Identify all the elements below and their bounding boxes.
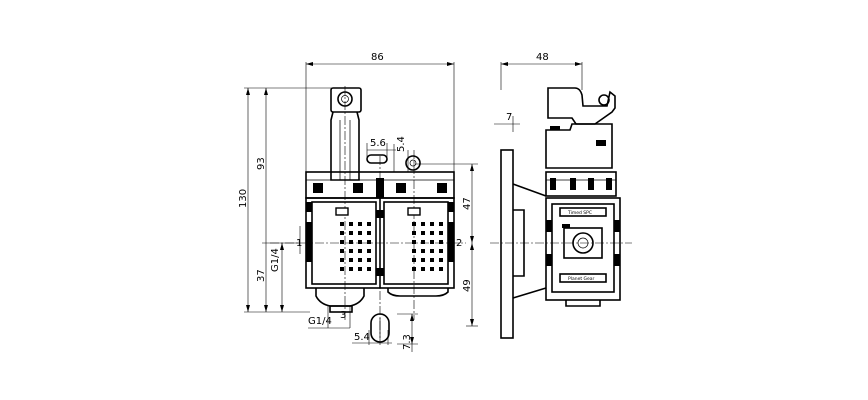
indicator-dot: [367, 222, 371, 226]
side-depth-dim: 48: [536, 52, 549, 63]
indicator-dot: [358, 222, 362, 226]
solenoid-stem: [330, 87, 362, 181]
indicator-dot: [412, 231, 416, 235]
indicator-dot: [439, 267, 443, 271]
indicator-dot: [358, 231, 362, 235]
front-width-dim: 86: [371, 52, 384, 63]
indicator-dot: [430, 222, 434, 226]
indicator-dot: [412, 267, 416, 271]
side-cap: [545, 171, 617, 197]
indicator-dot: [430, 240, 434, 244]
indicator-dot: [349, 231, 353, 235]
slot-width-dim: 5.6: [370, 138, 386, 149]
indicator-dot: [430, 258, 434, 262]
indicator-dot: [421, 231, 425, 235]
bottom-slot-width-dim: 5.4: [354, 332, 370, 343]
front-center-lines: [270, 86, 466, 345]
top-slot: [366, 154, 421, 171]
front-axis-height-dim: 37: [256, 269, 267, 282]
indicator-dot: [430, 267, 434, 271]
indicator-dot: [358, 267, 362, 271]
indicator-dot: [439, 240, 443, 244]
indicator-dot: [340, 258, 344, 262]
indicator-dot: [367, 249, 371, 253]
indicator-dot: [340, 231, 344, 235]
indicator-dot: [358, 240, 362, 244]
indicator-dot: [439, 258, 443, 262]
indicator-dot: [367, 240, 371, 244]
indicator-dot: [439, 249, 443, 253]
indicator-dot: [358, 249, 362, 253]
indicator-dot: [349, 258, 353, 262]
indicator-dot: [439, 222, 443, 226]
indicator-dot: [367, 231, 371, 235]
side-label-top: Timed SPC: [567, 210, 592, 216]
bottom-base: [315, 288, 449, 343]
bottom-offset-dim: 3: [340, 310, 346, 321]
indicator-dot: [349, 267, 353, 271]
indicator-dot: [421, 222, 425, 226]
indicator-dot: [358, 258, 362, 262]
indicator-dot: [430, 249, 434, 253]
indicator-dot: [421, 240, 425, 244]
indicator-dot: [349, 240, 353, 244]
indicator-dot: [412, 249, 416, 253]
indicator-dot: [421, 249, 425, 253]
indicator-dot: [421, 267, 425, 271]
indicator-dot: [412, 258, 416, 262]
front-total-height-dim: 130: [238, 189, 249, 208]
indicator-dot: [349, 249, 353, 253]
indicator-dot: [349, 222, 353, 226]
side-bracket-dim: 7: [506, 112, 512, 123]
indicator-dot: [367, 258, 371, 262]
front-upper-height-dim: 93: [256, 157, 267, 170]
indicator-dot: [430, 231, 434, 235]
indicator-grid-left: [340, 222, 371, 271]
mounting-bracket: [500, 149, 547, 339]
indicator-dot: [439, 231, 443, 235]
front-view: 86 130 93 37 G1/4 47 49 5.6 5.4 1 2 G1/4…: [238, 52, 478, 352]
side-body: [545, 197, 621, 307]
valve-body: [305, 197, 455, 289]
bottom-slot-height-dim: 7.3: [402, 334, 413, 350]
indicator-dot: [421, 258, 425, 262]
port-in-label: 1: [296, 238, 302, 249]
indicator-dot: [340, 267, 344, 271]
indicator-dot: [340, 240, 344, 244]
coil-connector: [545, 87, 616, 169]
side-label-bottom: Planet Gear: [568, 276, 595, 282]
indicator-grid-right: [412, 222, 443, 271]
side-view: 48 7 Timed SPC Planet Gear: [490, 52, 632, 339]
bottom-thread-dim: G1/4: [308, 316, 332, 327]
front-lower-right-dim: 49: [462, 279, 473, 292]
indicator-dot: [367, 267, 371, 271]
indicator-dot: [412, 240, 416, 244]
indicator-dot: [340, 222, 344, 226]
indicator-dot: [412, 222, 416, 226]
front-upper-right-dim: 47: [462, 197, 473, 210]
slot-height-dim: 5.4: [396, 136, 407, 152]
indicator-dot: [340, 249, 344, 253]
port-out-label: 2: [456, 238, 462, 249]
front-port-thread-dim: G1/4: [270, 248, 281, 272]
